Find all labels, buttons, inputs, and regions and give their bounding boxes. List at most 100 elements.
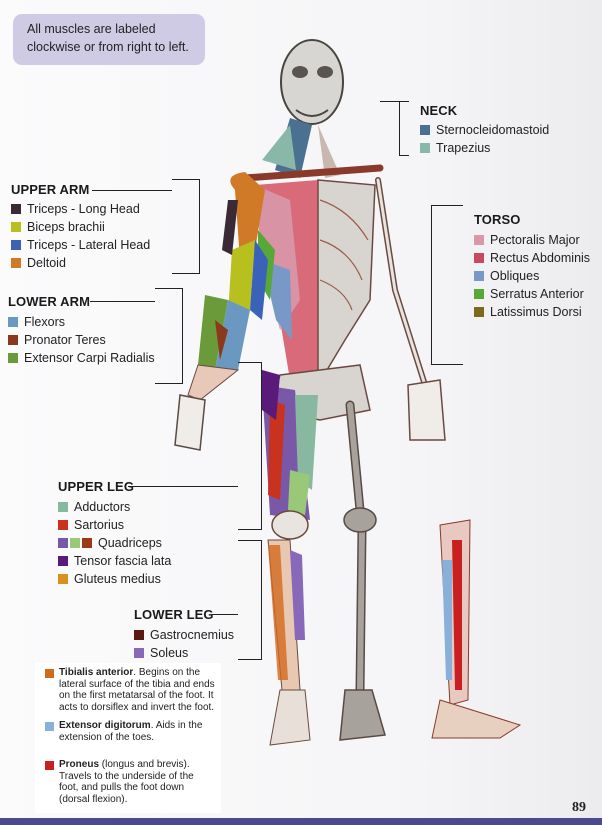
legend-item: Triceps - Long Head [11,200,150,218]
hand-right [408,380,445,440]
color-swatch [474,271,484,281]
upper-arm-bracket [172,179,200,274]
lower-arm-title: LOWER ARM [8,294,155,309]
page-number: 89 [572,800,586,816]
instruction-note: All muscles are labeled clockwise or fro… [13,14,205,65]
legend-label: Latissimus Dorsi [490,305,582,319]
knee-right [344,508,376,532]
skull [281,40,343,124]
legend-label: Pectoralis Major [490,233,580,247]
legend-item: Tensor fascia lata [58,552,171,570]
legend-item: Sternocleidomastoid [420,121,549,139]
upper-arm-legend: UPPER ARM Triceps - Long Head Biceps bra… [11,182,150,272]
info-item: Tibialis anterior. Begins on the lateral… [45,667,215,713]
color-swatch [474,289,484,299]
legend-label: Rectus Abdominis [490,251,590,265]
extensor-digitorum-shape [442,560,452,680]
legend-label: Serratus Anterior [490,287,584,301]
lower-arm-bracket [155,288,183,384]
legend-item: Rectus Abdominis [474,249,590,267]
side-foot [432,700,520,738]
upper-leg-legend: UPPER LEG Adductors Sartorius Quadriceps… [58,479,171,588]
neck-legend: NECK Sternocleidomastoid Trapezius [420,103,549,157]
color-swatch [11,204,21,214]
legend-label: Gluteus medius [74,572,161,586]
knee-left [272,511,308,539]
legend-item: Pronator Teres [8,331,155,349]
legend-label: Triceps - Lateral Head [27,238,150,252]
foot-left [270,690,310,745]
eye-socket-right [317,66,333,78]
neck-title: NECK [420,103,549,118]
color-swatch [58,502,68,512]
hand-left [175,395,205,450]
eye-socket-left [292,66,308,78]
legend-label: Sternocleidomastoid [436,123,549,137]
clavicle [245,168,380,178]
info-item: Extensor digitorum. Aids in the extensio… [45,720,215,743]
legend-item: Biceps brachii [11,218,150,236]
legend-item: Flexors [8,313,155,331]
leg-bone-right-inner [350,405,362,690]
color-swatch [58,574,68,584]
lower-leg-title: LOWER LEG [134,607,234,622]
color-swatch [8,335,18,345]
legend-item: Pectoralis Major [474,231,590,249]
legend-item: Serratus Anterior [474,285,590,303]
color-swatch [420,125,430,135]
neck-pointer-line [380,101,400,102]
legend-item: Latissimus Dorsi [474,303,590,321]
color-swatch [11,240,21,250]
color-swatch [82,538,92,548]
torso-bracket [431,205,463,365]
legend-label: Sartorius [74,518,124,532]
color-swatch [58,538,68,548]
legend-item: Extensor Carpi Radialis [8,349,155,367]
arm-bone-right [378,180,425,385]
legend-label: Adductors [74,500,130,514]
legend-label: Trapezius [436,141,490,155]
legend-label: Flexors [24,315,65,329]
color-swatch [58,520,68,530]
color-swatch [134,648,144,658]
color-swatch [11,222,21,232]
legend-label: Biceps brachii [27,220,105,234]
color-swatch [45,669,54,678]
info-item-title: Tibialis anterior [59,667,133,678]
color-swatch [45,722,54,731]
info-item: Proneus (longus and brevis). Travels to … [45,759,215,805]
legend-label: Obliques [490,269,539,283]
torso-legend: TORSO Pectoralis Major Rectus Abdominis … [474,212,590,321]
color-swatch [474,307,484,317]
legend-label: Triceps - Long Head [27,202,140,216]
legend-label: Deltoid [27,256,66,270]
color-swatch [45,761,54,770]
legend-item: Triceps - Lateral Head [11,236,150,254]
legend-item: Trapezius [420,139,549,157]
legend-label: Gastrocnemius [150,628,234,642]
legend-item: Adductors [58,498,171,516]
neck-bracket [399,101,409,156]
legend-label: Extensor Carpi Radialis [24,351,155,365]
torso-title: TORSO [474,212,590,227]
legend-item: Sartorius [58,516,171,534]
wrist-left [188,365,238,400]
legend-item: Gluteus medius [58,570,171,588]
color-swatch [134,630,144,640]
color-swatch [11,258,21,268]
triceps-long-shape [222,200,238,255]
upper-leg-title: UPPER LEG [58,479,171,494]
lower-arm-legend: LOWER ARM Flexors Pronator Teres Extenso… [8,294,155,367]
color-swatch [8,317,18,327]
lower-leg-bracket [238,540,262,660]
legend-item: Obliques [474,267,590,285]
upper-arm-title: UPPER ARM [11,182,150,197]
legend-label: Pronator Teres [24,333,106,347]
color-swatch [70,538,80,548]
legend-item: Soleus [134,644,234,662]
legend-item: Gastrocnemius [134,626,234,644]
legend-item: Deltoid [11,254,150,272]
legend-label: Quadriceps [98,536,162,550]
info-item-title: Extensor digitorum [59,720,151,731]
legend-label: Tensor fascia lata [74,554,171,568]
